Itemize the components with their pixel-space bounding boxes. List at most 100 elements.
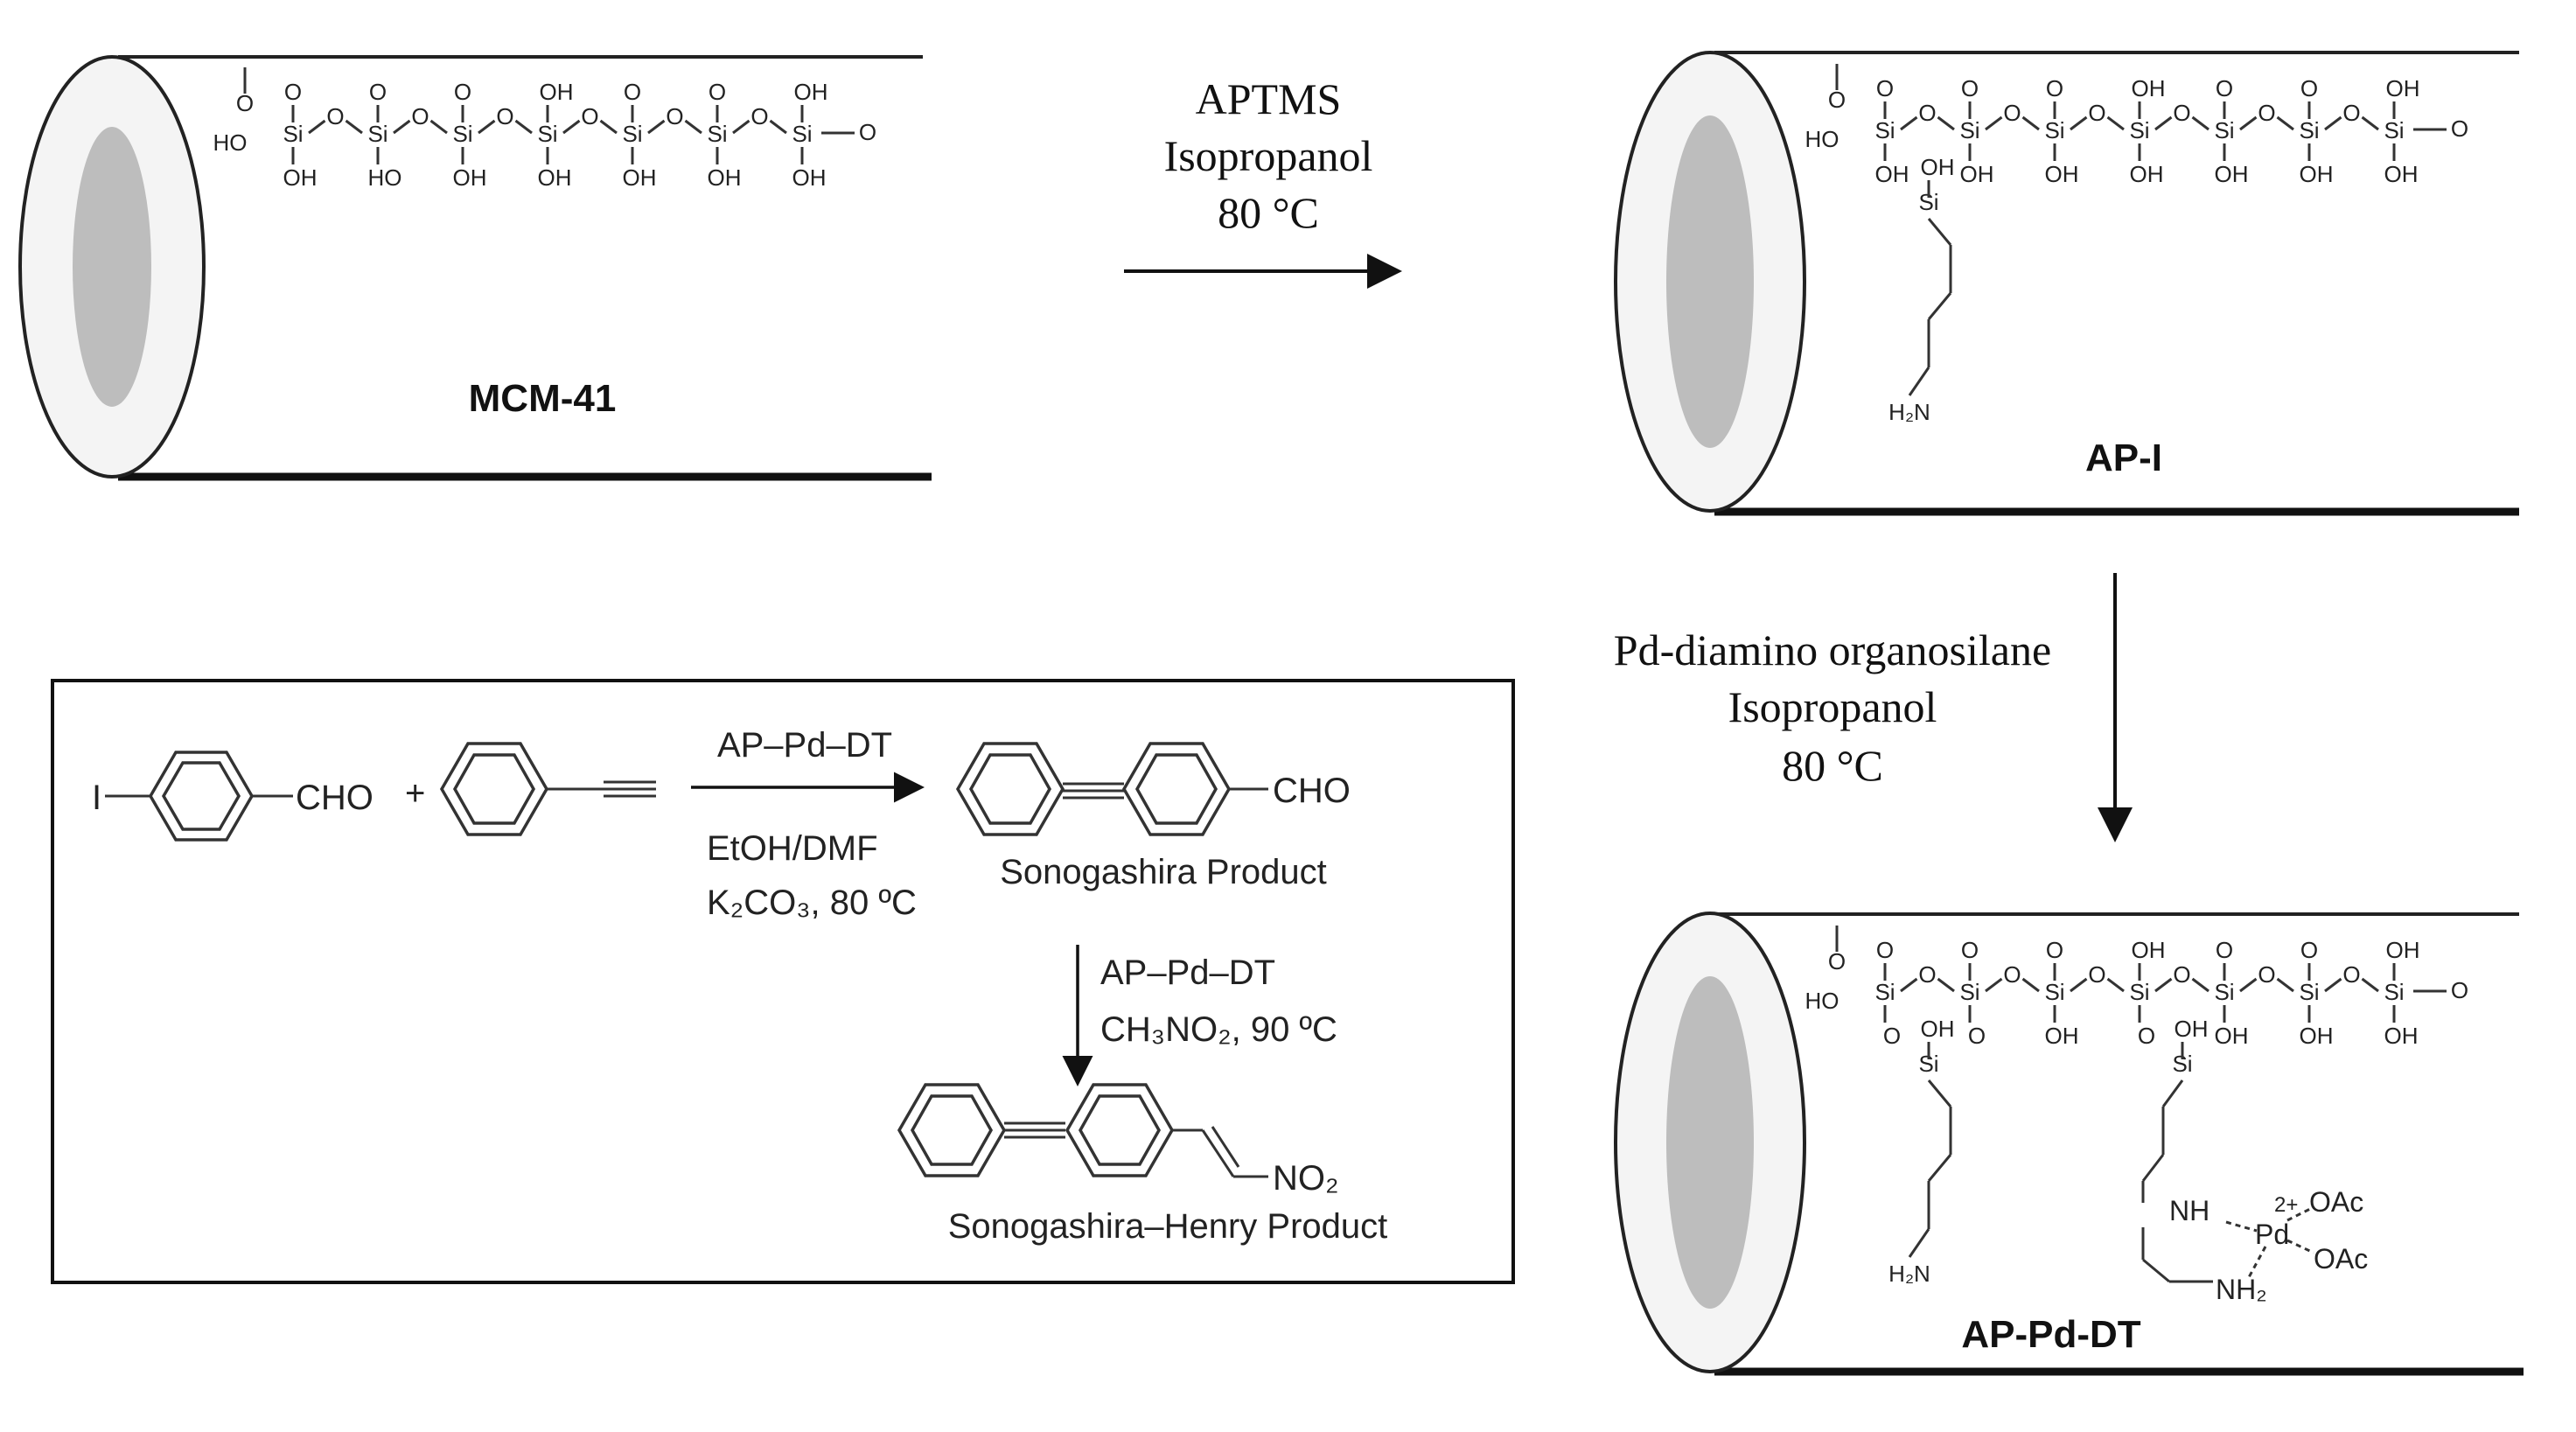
oxygen-label: O xyxy=(624,79,641,105)
bond xyxy=(1985,977,2003,993)
oxygen-label: O xyxy=(581,103,598,129)
oxygen-label: O xyxy=(1918,961,1936,988)
silicon-label: Si xyxy=(2129,979,2149,1005)
pd-charge: 2+ xyxy=(2274,1193,2298,1217)
oxygen-label: O xyxy=(750,103,768,129)
bond xyxy=(2142,1258,2170,1283)
hydroxyl-label: OH xyxy=(2386,75,2420,101)
silicon-label: Si xyxy=(2214,117,2234,143)
hydroxyl-label: OH xyxy=(283,164,318,191)
oxygen-label: O xyxy=(411,103,429,129)
bond xyxy=(308,119,326,135)
hydroxyl-label: OH xyxy=(2384,1023,2419,1049)
nh2-label: NH₂ xyxy=(2216,1274,2267,1305)
oxygen-label: O xyxy=(236,90,254,116)
bond xyxy=(2070,115,2088,131)
oxygen-label: O xyxy=(496,103,513,129)
amine-label: H₂N xyxy=(1888,1261,1930,1287)
bond xyxy=(2070,977,2088,993)
oxygen-label: O xyxy=(2003,100,2021,126)
hydroxyl-label: OH xyxy=(2045,161,2079,187)
silicon-label: Si xyxy=(707,121,727,147)
silicon-label: Si xyxy=(1874,117,1895,143)
bond xyxy=(732,119,750,135)
oxygen-label: O xyxy=(709,79,726,105)
oxygen-label: O xyxy=(284,79,302,105)
bond xyxy=(2361,977,2379,993)
oxygen-label: O xyxy=(2173,961,2190,988)
hydroxyl-label: O xyxy=(1968,1023,1986,1049)
oxygen-label: O xyxy=(1876,937,1894,963)
oxygen-label: O xyxy=(1918,100,1936,126)
oxygen-label: O xyxy=(2046,75,2063,101)
hydroxyl-label: OH xyxy=(1921,154,1955,180)
bond xyxy=(2161,1079,2184,1107)
bond xyxy=(345,119,363,135)
solvent1: EtOH/DMF xyxy=(707,829,878,868)
pd-complex: NH Pd 2+ OAc OAc NH₂ xyxy=(2169,1186,2368,1305)
sonogashira-henry-product: NO₂ Sonogashira–Henry Product xyxy=(897,1083,1387,1246)
hydroxyl-label: OH xyxy=(2215,161,2249,187)
hydroxyl-label: OH xyxy=(2300,1023,2334,1049)
bond xyxy=(1927,1079,1952,1107)
reaction-box: I CHO + AP–Pd–DT EtOH/DMF K₂CO₃, 80 ºC xyxy=(51,679,1515,1284)
silicon-label: Si xyxy=(622,121,642,147)
hydroxyl-label: O xyxy=(1883,1023,1901,1049)
hydroxyl-label: O xyxy=(2138,1023,2155,1049)
silicon-label: Si xyxy=(1874,979,1895,1005)
bond xyxy=(478,119,496,135)
oxygen-label: O xyxy=(2003,961,2021,988)
oxygen-label: O xyxy=(326,103,344,129)
bond xyxy=(599,119,618,135)
bond xyxy=(2191,115,2209,131)
bond xyxy=(1985,115,2003,131)
hydroxyl-label: OH xyxy=(2384,161,2419,187)
bond xyxy=(2239,977,2258,993)
oxygen-label: O xyxy=(859,119,876,145)
oxygen-label: O xyxy=(1961,937,1979,963)
bond xyxy=(1937,977,1955,993)
hydroxyl-label: HO xyxy=(368,164,402,191)
bond xyxy=(2154,977,2173,993)
step2-reagent: Pd-diamino organosilane xyxy=(1614,625,2051,674)
bond xyxy=(2106,115,2125,131)
hydroxyl-label: OH xyxy=(2175,1016,2209,1042)
reaction-box-frame xyxy=(51,679,1515,1284)
oxygen-label: O xyxy=(2088,100,2105,126)
silicon-label: Si xyxy=(1959,979,1979,1005)
silicon-label: Si xyxy=(1918,189,1938,215)
hydroxyl-label: OH xyxy=(453,164,487,191)
hydroxyl-label: HO xyxy=(213,129,248,156)
silicon-label: Si xyxy=(2044,979,2064,1005)
hydroxyl-label: OH xyxy=(2300,161,2334,187)
step2-conditions: Pd-diamino organosilane Isopropanol 80 °… xyxy=(1614,573,2133,842)
oxygen-label: O xyxy=(1961,75,1979,101)
plus-sign: + xyxy=(405,774,425,813)
bond xyxy=(1908,1228,1930,1258)
catalyst1: AP–Pd–DT xyxy=(717,726,892,765)
silicon-label: Si xyxy=(452,121,472,147)
bond xyxy=(1900,977,1918,993)
hydroxyl-label: OH xyxy=(1875,161,1909,187)
conditions2: CH₃NO₂, 90 ºC xyxy=(1100,1010,1337,1049)
pd-label: Pd xyxy=(2255,1219,2289,1250)
sonogashira-product: CHO Sonogashira Product xyxy=(955,742,1351,891)
oac-bottom-label: OAc xyxy=(2314,1243,2368,1275)
oxygen-label: O xyxy=(369,79,387,105)
label-ap-pd-dt: AP-Pd-DT xyxy=(1961,1313,2140,1356)
hydroxyl-label: OH xyxy=(2215,1023,2249,1049)
pd-oac1-bond xyxy=(2286,1205,2314,1222)
silicon-label: Si xyxy=(2129,117,2149,143)
pd-oac2-bond xyxy=(2286,1239,2314,1254)
hydroxyl-label: OH xyxy=(794,79,828,105)
bond xyxy=(562,119,581,135)
silicon-label: Si xyxy=(1918,1051,1938,1077)
amine-label: H₂N xyxy=(1888,399,1930,425)
bond xyxy=(393,119,411,135)
oxygen-label: O xyxy=(454,79,471,105)
oxygen-label: O xyxy=(2258,100,2275,126)
cho-label: CHO xyxy=(296,779,373,817)
hydroxyl-label: OH xyxy=(538,164,572,191)
